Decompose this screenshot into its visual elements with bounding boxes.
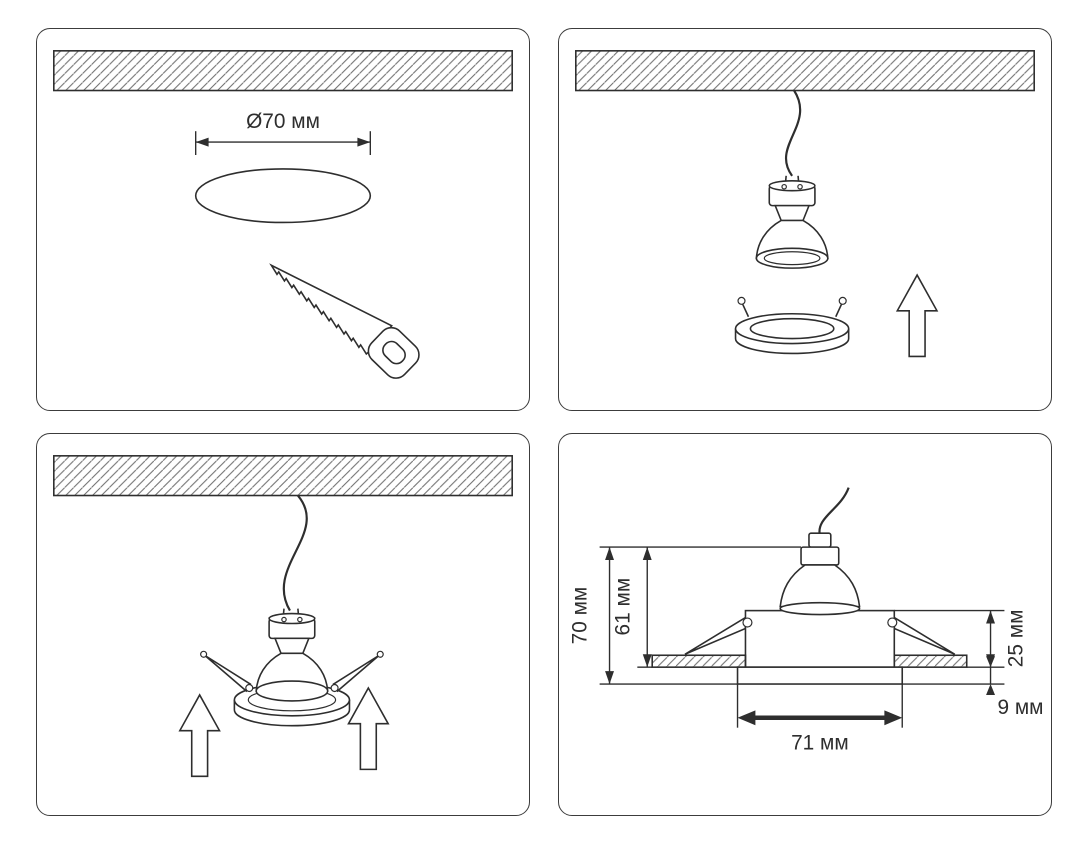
spring-post-tip bbox=[737, 296, 746, 305]
ceiling-hatch-left bbox=[651, 654, 747, 668]
lamp-bell bbox=[779, 564, 861, 608]
saw-handle bbox=[367, 326, 420, 379]
terminal-screw bbox=[797, 183, 803, 190]
spring-post bbox=[741, 303, 750, 318]
spring-tip bbox=[200, 650, 208, 658]
spring-pivot bbox=[330, 683, 339, 693]
terminal-screw bbox=[281, 616, 287, 623]
step-3-drawing bbox=[53, 455, 513, 778]
mounting-ring bbox=[734, 296, 850, 355]
ceiling-hatch bbox=[53, 50, 513, 92]
spring-pivot bbox=[245, 683, 254, 693]
supply-wire bbox=[785, 89, 802, 177]
housing-height-label: 25 мм bbox=[1004, 610, 1027, 668]
dimension-cutout-width: 71 мм bbox=[736, 684, 903, 755]
overall-height-label: 70 мм bbox=[569, 587, 592, 645]
step-2-panel bbox=[558, 28, 1052, 411]
spring-clip bbox=[684, 616, 747, 655]
up-arrow-icon bbox=[347, 686, 390, 771]
lamp-terminal-top bbox=[768, 180, 816, 192]
cutout-width-label: 71 мм bbox=[791, 732, 849, 755]
lamp-terminal bbox=[800, 546, 840, 566]
spring-pivot bbox=[887, 617, 898, 628]
lamp-neck bbox=[774, 204, 811, 222]
step-4-drawing: 70 мм 61 мм 25 мм bbox=[569, 487, 1044, 755]
dimension-trim-depth: 9 мм bbox=[902, 656, 1044, 719]
lamp-neck bbox=[273, 637, 310, 655]
lamp-terminal-top bbox=[268, 612, 316, 625]
step-1-panel: Ø70 мм bbox=[36, 28, 530, 411]
lamp bbox=[779, 532, 861, 616]
ring-wall bbox=[734, 328, 850, 355]
lamp bbox=[255, 612, 329, 702]
spring-clip bbox=[204, 654, 252, 693]
lamp-face bbox=[779, 601, 861, 616]
lamp-cap bbox=[808, 532, 832, 548]
fixture-housing bbox=[744, 609, 896, 668]
spring-clip bbox=[332, 654, 380, 693]
lamp-lens bbox=[763, 251, 821, 266]
terminal-screw bbox=[781, 183, 787, 190]
recess-depth-label: 61 мм bbox=[611, 578, 634, 636]
supply-wire bbox=[282, 494, 308, 612]
dimension-recess-depth: 61 мм bbox=[611, 547, 653, 668]
spring-clips bbox=[200, 650, 384, 693]
spring-pivot bbox=[742, 617, 753, 628]
step-3-panel bbox=[36, 433, 530, 816]
ceiling-hatch bbox=[575, 50, 1035, 92]
cutout-hole bbox=[194, 168, 372, 224]
up-arrow-icon bbox=[895, 273, 939, 358]
trim-ring bbox=[736, 666, 904, 685]
dimension-overall-height: 70 мм bbox=[569, 546, 802, 685]
ring-inner bbox=[749, 317, 835, 340]
ceiling-hatch bbox=[53, 455, 513, 497]
terminal-screw bbox=[297, 616, 303, 623]
spring-tip bbox=[376, 650, 384, 658]
step-1-drawing: Ø70 мм bbox=[53, 50, 513, 379]
spring-post-tip bbox=[838, 296, 847, 305]
saw-icon bbox=[269, 263, 420, 379]
trim-depth-label: 9 мм bbox=[997, 696, 1043, 719]
up-arrow-icon bbox=[178, 693, 221, 778]
spring-post bbox=[835, 303, 843, 318]
step-2-drawing bbox=[575, 50, 1035, 358]
lamp-face bbox=[255, 680, 329, 702]
ring-wall bbox=[233, 699, 351, 727]
saw-blade bbox=[269, 263, 393, 356]
step-4-panel: 70 мм 61 мм 25 мм bbox=[558, 433, 1052, 816]
spring-clip bbox=[893, 616, 956, 655]
lamp bbox=[755, 180, 829, 269]
hole-diameter-label: Ø70 мм bbox=[246, 110, 320, 133]
hole-diameter-dimension bbox=[194, 131, 372, 156]
ceiling-hatch-right bbox=[893, 654, 968, 668]
supply-wire bbox=[818, 487, 850, 536]
